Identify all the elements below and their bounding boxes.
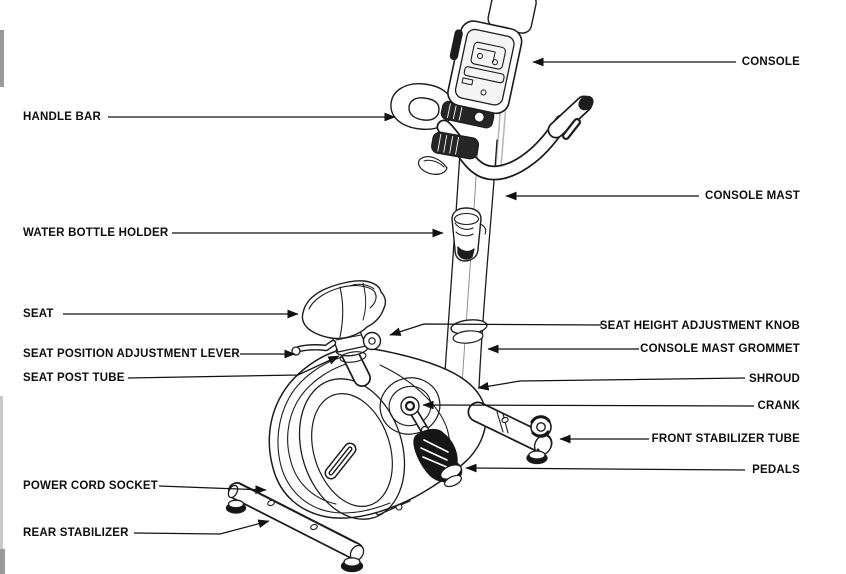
leader-shroud	[477, 377, 746, 391]
seat-assembly-drawing	[291, 280, 387, 387]
shroud-drawing	[268, 347, 487, 520]
label-seat: SEAT	[23, 308, 54, 320]
label-water-bottle-holder: WATER BOTTLE HOLDER	[23, 227, 169, 239]
leader-pedals	[465, 463, 746, 473]
leader-seat-height-adjustment-knob	[389, 323, 602, 336]
label-seat-position-adjustment-lever: SEAT POSITION ADJUSTMENT LEVER	[23, 348, 240, 360]
label-console: CONSOLE	[741, 56, 800, 68]
label-rear-stabilizer: REAR STABILIZER	[23, 527, 129, 539]
label-pedals: PEDALS	[752, 464, 800, 476]
label-console-mast-grommet: CONSOLE MAST GROMMET	[640, 343, 800, 355]
console-drawing	[440, 0, 537, 129]
label-seat-post-tube: SEAT POST TUBE	[23, 372, 125, 384]
leader-seat-post-tube	[127, 355, 340, 379]
label-console-mast: CONSOLE MAST	[704, 190, 800, 202]
label-power-cord-socket: POWER CORD SOCKET	[23, 480, 159, 492]
label-shroud: SHROUD	[748, 373, 800, 385]
label-seat-height-adjustment-knob: SEAT HEIGHT ADJUSTMENT KNOB	[599, 320, 800, 332]
leader-power-cord-socket	[158, 485, 267, 494]
handlebar-drawing	[390, 83, 594, 181]
water-bottle-holder-drawing	[451, 207, 487, 262]
leader-crank	[422, 400, 755, 410]
label-crank: CRANK	[757, 400, 800, 412]
crank-pedal-drawing	[400, 396, 463, 488]
console-mast-drawing	[443, 89, 508, 389]
label-front-stabilizer-tube: FRONT STABILIZER TUBE	[651, 433, 800, 445]
front-stabilizer-drawing	[467, 401, 553, 465]
leader-rear-stabilizer	[133, 519, 270, 535]
page-edge-artifacts	[0, 30, 5, 574]
label-handle-bar: HANDLE BAR	[23, 111, 102, 123]
